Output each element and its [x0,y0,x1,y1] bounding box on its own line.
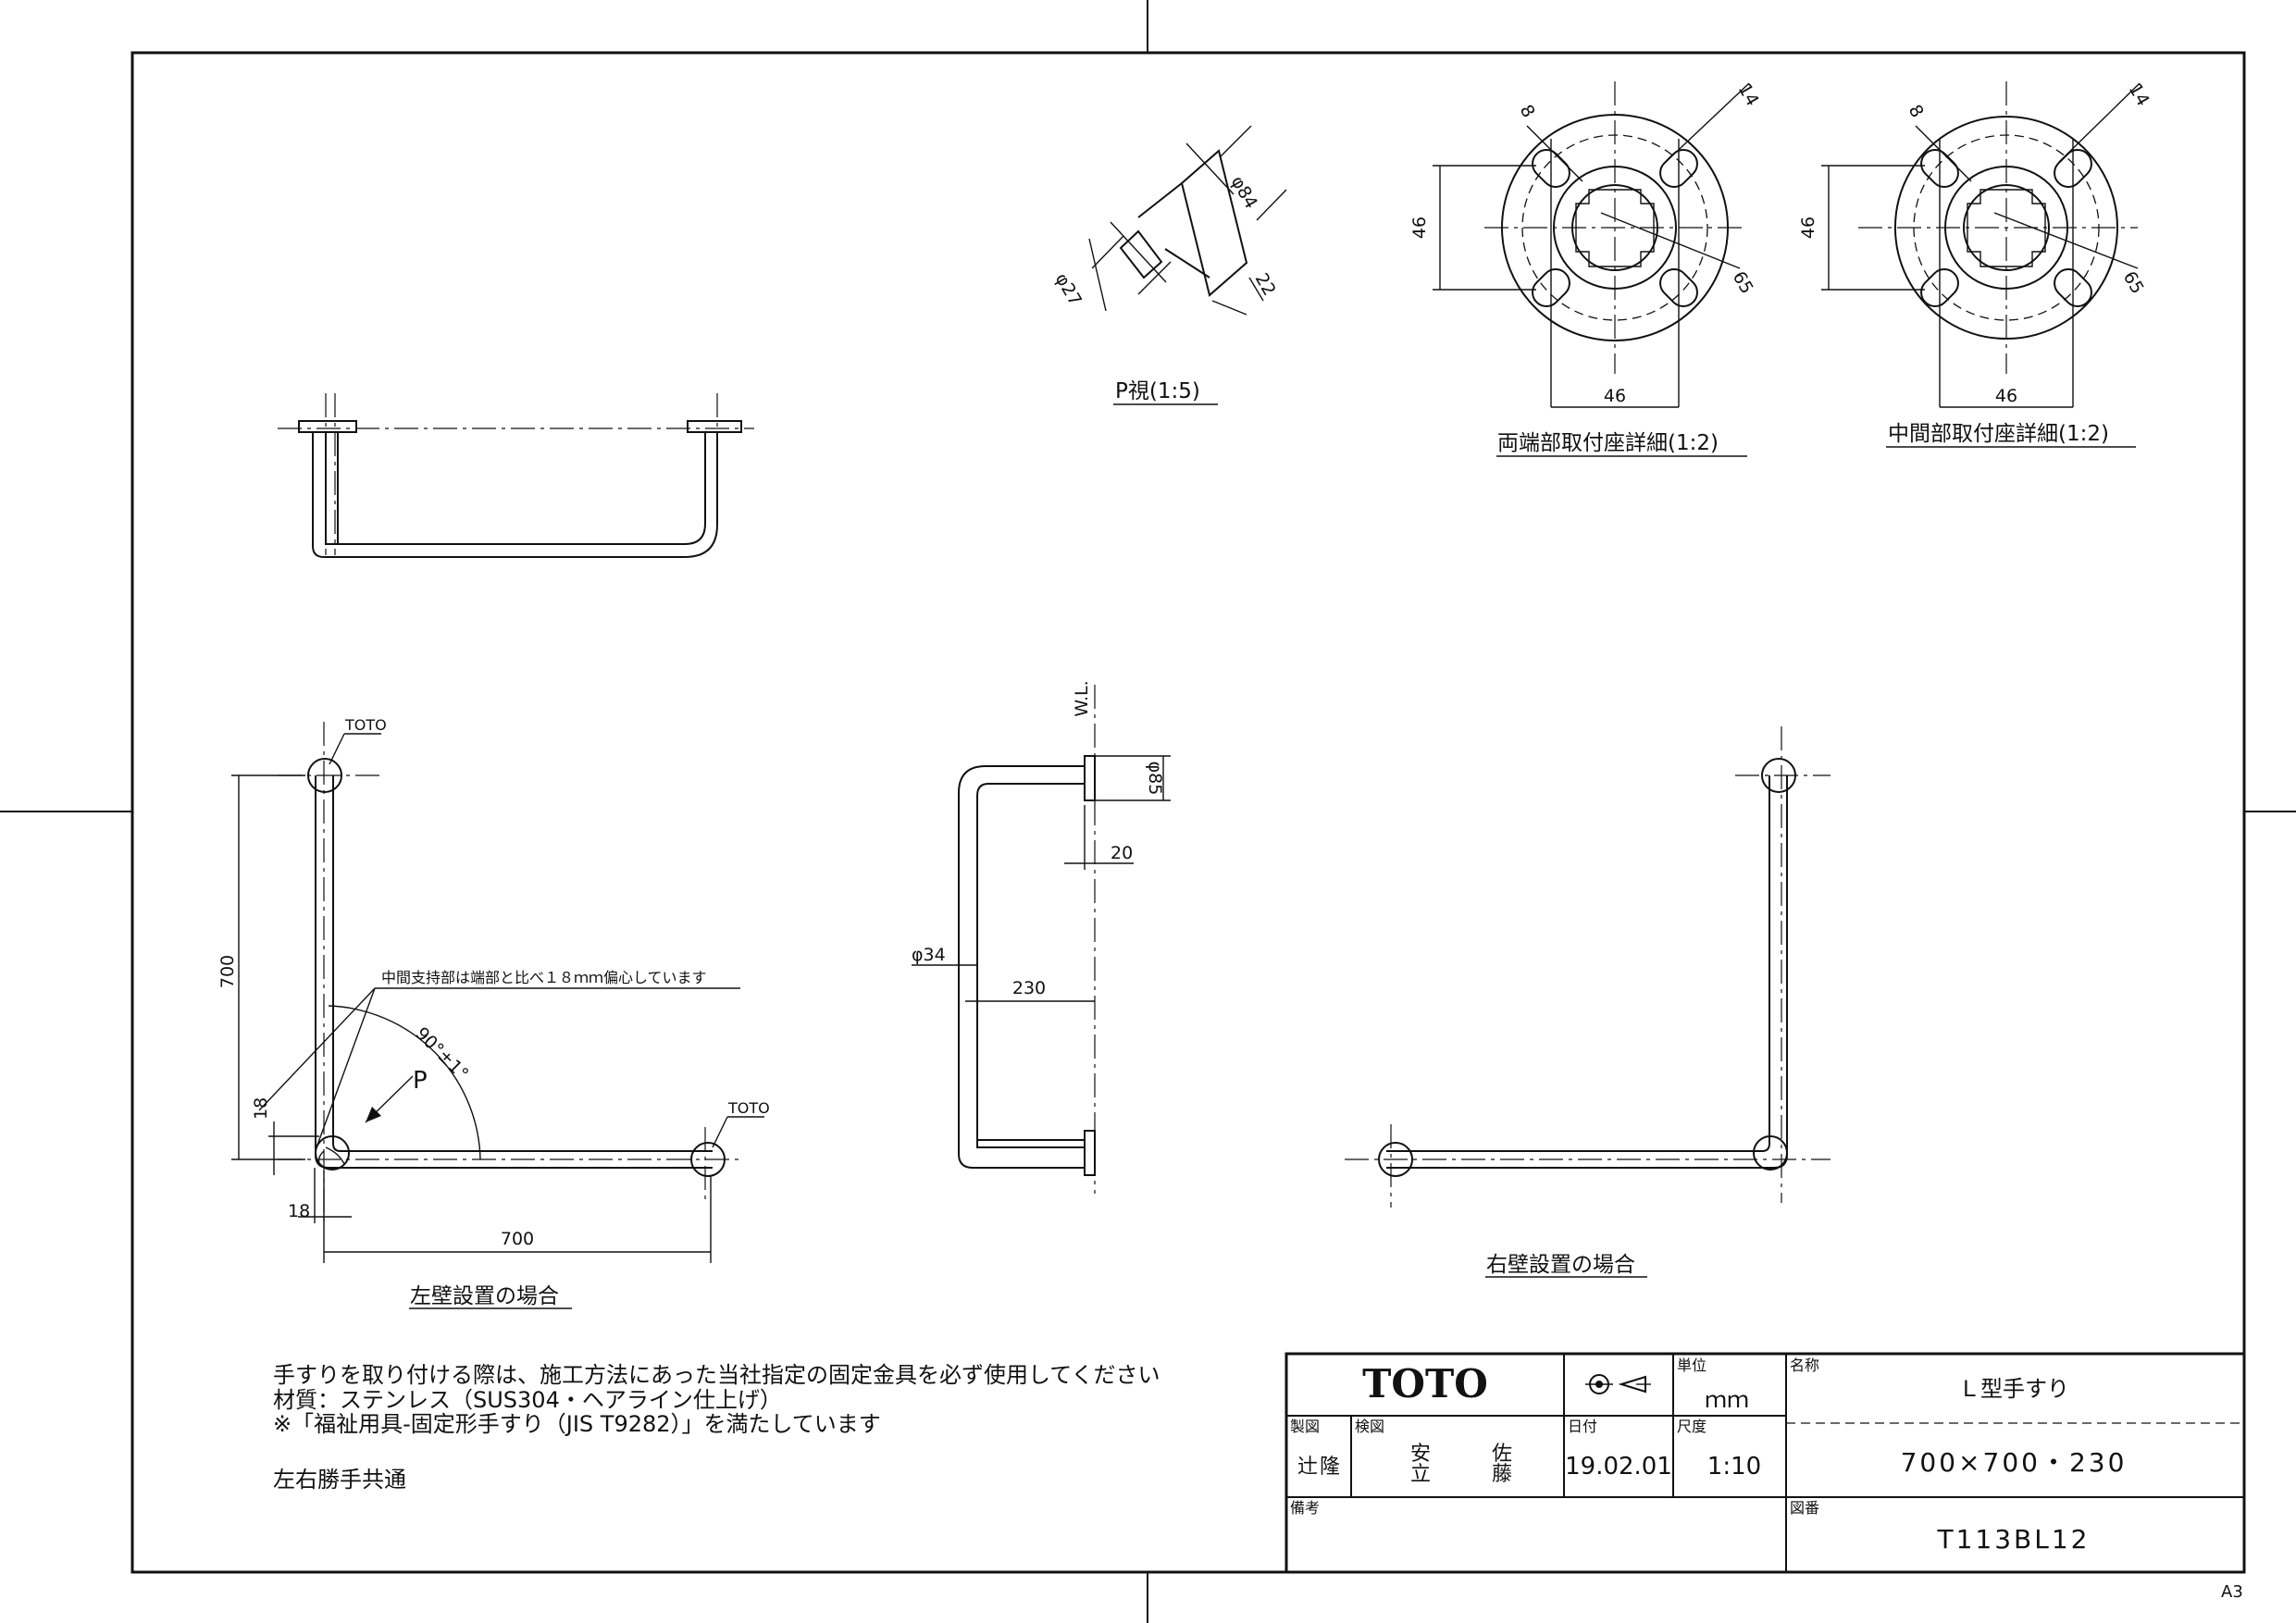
number-label: 図番 [1790,1499,1819,1517]
dim-end-14: 14 [1734,81,1763,110]
right-wall-view: 右壁設置の場合 [1345,726,1831,1278]
title-block: TOTO 単位 ｍｍ 名称 Ｌ型手すり 製図 辻 隆 検図 安 立 佐 藤 日付… [1285,1352,2246,1574]
product-name: Ｌ型手すり [1958,1376,2069,1402]
dim-d27: φ27 [1051,270,1086,310]
left-wall-title: 左壁設置の場合 [410,1284,559,1308]
unit-value: ｍｍ [1705,1387,1749,1413]
dim-end-65: 65 [1729,268,1757,298]
check-1b: 立 [1410,1463,1431,1486]
dim-d85: φ85 [1145,762,1165,796]
name-label: 名称 [1790,1357,1819,1374]
dim-mid-8: 8 [1905,102,1928,121]
p-arrow-label: P [413,1067,428,1095]
scale-label: 尺度 [1677,1418,1706,1435]
left-wall-view: TOTO TOTO 700 700 18 18 90°±1° P 中間支持部は端… [217,716,770,1309]
size-spec: 700×700・230 [1901,1447,2128,1478]
note-line-3: ※「福祉用具-固定形手すり（JIS T9282）」を満たしています [273,1411,881,1437]
end-base-detail: 46 46 8 14 65 両端部取付座詳細(1:2) [1409,81,1763,457]
note-line-4: 左右勝手共通 [273,1467,406,1493]
dim-end-46h: 46 [1604,386,1626,406]
drawn-label: 製図 [1290,1418,1320,1435]
end-detail-title: 両端部取付座詳細(1:2) [1497,431,1719,455]
date-value: 19.02.01 [1565,1453,1672,1481]
dim-end-8: 8 [1516,102,1539,121]
note-line-1: 手すりを取り付ける際は、施工方法にあった当社指定の固定金具を必ず使用してください [273,1362,1160,1388]
dim-230: 230 [1012,978,1046,998]
dim-20: 20 [1111,843,1133,863]
dim-d34: φ34 [912,945,946,965]
dim-mid-65: 65 [2119,268,2148,298]
offset-note: 中間支持部は端部と比べ１８ｍｍ偏心しています [381,969,707,986]
dim-mid-46h: 46 [1995,386,2017,406]
check-2b: 藤 [1492,1463,1512,1486]
scale-value: 1:10 [1707,1453,1761,1481]
mid-detail-title: 中間部取付座詳細(1:2) [1888,422,2109,446]
p-view-title: P視(1:5) [1115,379,1200,403]
dim-left-700v: 700 [217,955,238,988]
remarks-label: 備考 [1290,1499,1320,1517]
dim-left-18h: 18 [288,1201,310,1221]
wl-label: W.L. [1072,680,1092,716]
toto-mark-right: TOTO [727,1099,770,1117]
note-line-2: 材質：ステンレス（SUS304・ヘアライン仕上げ） [273,1387,782,1413]
drawing-number: T113BL12 [1937,1524,2091,1555]
toto-mark-top: TOTO [344,716,387,734]
toto-logo: TOTO [1362,1361,1488,1406]
projection-symbol-icon [1585,1374,1651,1394]
dim-mid-46v: 46 [1798,217,1818,239]
paper-size: A3 [2221,1582,2243,1602]
check-1a: 安 [1410,1443,1431,1466]
date-label: 日付 [1568,1418,1597,1435]
dim-d22: 22 [1251,270,1280,300]
right-wall-title: 右壁設置の場合 [1486,1253,1635,1277]
check-label: 検図 [1355,1418,1384,1435]
notes: 手すりを取り付ける際は、施工方法にあった当社指定の固定金具を必ず使用してください… [273,1362,1160,1493]
mid-base-detail: 46 46 8 14 65 中間部取付座詳細(1:2) [1798,81,2153,448]
drawn-by-2: 隆 [1320,1456,1340,1479]
dim-mid-14: 14 [2125,81,2153,110]
check-2a: 佐 [1492,1443,1512,1466]
side-view: W.L. φ85 20 φ34 230 [912,680,1171,1194]
unit-label: 単位 [1677,1357,1706,1374]
drawn-by-1: 辻 [1297,1456,1318,1479]
dim-end-46v: 46 [1409,217,1430,239]
p-view: φ84 φ27 22 P視(1:5) [1051,125,1287,405]
plan-view [278,393,754,558]
dim-left-700h: 700 [501,1229,534,1249]
